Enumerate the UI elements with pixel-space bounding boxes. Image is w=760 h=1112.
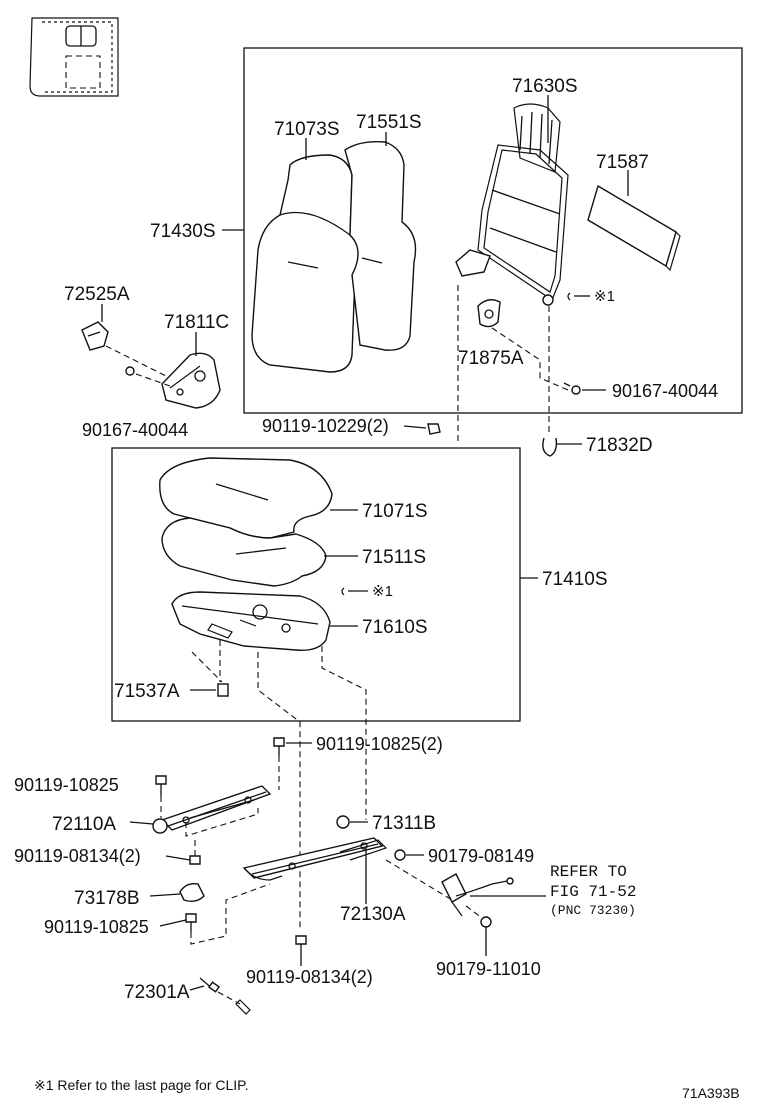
bolt-90167-left: [125, 366, 171, 387]
label-refer-to: REFER TO: [550, 863, 627, 881]
hinge-cover: [477, 299, 569, 391]
bolt-90119-10825-pair: [273, 737, 285, 790]
seat-track-outer: [242, 837, 388, 896]
seat-back-cover: [251, 154, 360, 373]
bolt-90119-10229: [403, 423, 441, 435]
label-71073S: 71073S: [274, 119, 340, 140]
clip-marker-cushion: ※1: [341, 583, 393, 600]
seat-back-board: [587, 184, 681, 272]
lever-72301A: [199, 977, 251, 1015]
label-72110A: 72110A: [52, 814, 116, 835]
figure-id: 71A393B: [682, 1085, 740, 1101]
label-71630S: 71630S: [512, 76, 578, 97]
label-72525A: 72525A: [64, 284, 130, 305]
seat-back-frame: [455, 103, 569, 306]
leader-cushion-left: [257, 652, 301, 930]
nut-90179-08149: [394, 849, 424, 861]
label-71610S: 71610S: [362, 617, 428, 638]
label-71071S: 71071S: [362, 501, 428, 522]
label-73178B: 73178B: [74, 888, 140, 909]
clip-marker-back: ※1: [567, 288, 615, 305]
pad-71537A: [191, 640, 229, 697]
label-71410S: 71410S: [542, 569, 608, 590]
label-71511S: 71511S: [362, 547, 426, 568]
seat-cushion-frame: [171, 591, 331, 651]
footer-clip-note: ※1 Refer to the last page for CLIP.: [34, 1077, 249, 1093]
clip-72525A: [81, 321, 109, 351]
recliner-cover-71811C: [161, 352, 221, 409]
label-71875A: 71875A: [458, 348, 524, 369]
label-71430S: 71430S: [150, 221, 216, 242]
vehicle-locator-icon: [29, 17, 119, 97]
label-71587: 71587: [596, 152, 649, 173]
bolt-90167-right: [563, 382, 581, 395]
clip-mark-back-label: ※1: [594, 288, 615, 305]
label-90179-08149: 90179-08149: [428, 846, 534, 866]
bolt-90119-10825-lower: [185, 883, 271, 945]
label-90119-10825-b: 90119-10825: [44, 917, 149, 937]
bolt-90119-08134-lower: [295, 935, 307, 945]
seat-belt-buckle: [385, 859, 514, 917]
label-71832D: 71832D: [586, 435, 653, 456]
leader-72525A: [105, 345, 171, 379]
label-90119-10825-pair: 90119-10825(2): [316, 734, 443, 754]
label-71537A: 71537A: [114, 681, 180, 702]
label-90167-40044-right: 90167-40044: [612, 381, 718, 401]
label-refer-pnc: (PNC 73230): [550, 903, 636, 918]
leader-lines: [101, 95, 629, 991]
label-90179-11010: 90179-11010: [436, 959, 541, 979]
leader-cushion-right: [321, 646, 367, 820]
label-90119-10825-a: 90119-10825: [14, 775, 119, 795]
label-90119-08134-a: 90119-08134(2): [14, 846, 141, 866]
label-71551S: 71551S: [356, 112, 422, 133]
nut-71311B: [336, 815, 350, 829]
seat-track-inner: [152, 785, 272, 837]
label-90119-08134-b: 90119-08134(2): [246, 967, 373, 987]
label-90167-40044-left: 90167-40044: [82, 420, 188, 440]
clip-mark-cushion-label: ※1: [372, 583, 393, 600]
label-72130A: 72130A: [340, 904, 406, 925]
label-90119-10229: 90119-10229(2): [262, 416, 389, 436]
bolt-90119-10825-left: [155, 775, 167, 818]
seat-back-pad: [344, 140, 417, 351]
bolt-90119-08134-upper: [189, 840, 201, 865]
hook-part: [542, 437, 558, 457]
label-71811C: 71811C: [164, 312, 229, 333]
track-cover-73178B: [179, 882, 205, 903]
label-72301A: 72301A: [124, 982, 190, 1003]
nut-90179-11010: [465, 905, 492, 928]
label-refer-fig: FIG 71-52: [550, 883, 636, 901]
seat-cushion-group-frame: [111, 447, 521, 722]
label-71311B: 71311B: [372, 813, 436, 834]
